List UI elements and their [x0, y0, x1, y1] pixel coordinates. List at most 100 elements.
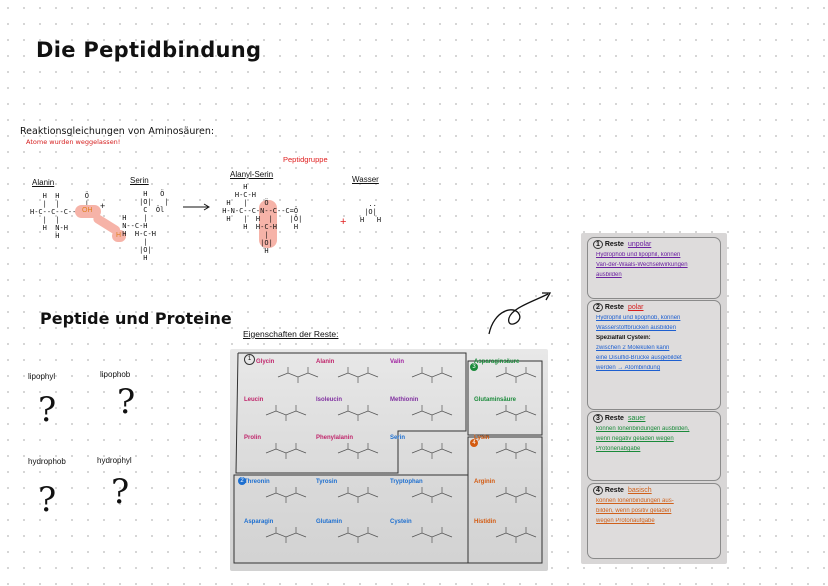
residue-cell: Arginin: [474, 479, 544, 510]
page-title: Die Peptidbindung: [36, 38, 262, 62]
residue-cell: Cystein: [390, 519, 460, 550]
card-3-value: sauer: [627, 415, 646, 422]
residue-cell: Valin: [390, 359, 460, 390]
residue-name: Methionin: [390, 397, 419, 403]
residue-name: Glutaminsäure: [474, 397, 517, 403]
residue-name: Tryptophan: [390, 479, 423, 485]
question-mark-3: ?: [38, 480, 57, 520]
lipophob-label: lipophob: [100, 370, 131, 379]
structure-sketch: [495, 443, 537, 459]
residue-name: Alanin: [316, 359, 335, 365]
hydrophob-label: hydrophob: [28, 457, 66, 466]
card-4-line-1: können Ionenbindungen aus-: [596, 498, 674, 504]
residue-name: Glutamin: [316, 519, 343, 525]
residue-cell: Histidin: [474, 519, 544, 550]
residue-cell: Glutamin: [316, 519, 386, 550]
card-2-line-2: Wasserstoffbrücken ausbilden: [596, 325, 677, 331]
alanyl-serin-label: Alanyl-Serin: [230, 170, 274, 179]
structure-sketch: [265, 443, 307, 459]
structure-sketch: [495, 527, 537, 543]
residue-name: Serin: [390, 435, 406, 441]
structure-sketch: [411, 527, 453, 543]
residue-name: Isoleucin: [316, 397, 343, 403]
residues-frame: [233, 352, 543, 564]
card-2-special-1: zwischen 2 Molekülen kann: [596, 345, 670, 351]
card-1-value: unpolar: [627, 241, 652, 248]
residue-name: Leucin: [244, 397, 264, 403]
card-2-head: Reste: [604, 304, 624, 311]
residue-cell: Tryptophan: [390, 479, 460, 510]
residue-name: Cystein: [390, 519, 412, 525]
card-2-value: polar: [627, 304, 644, 311]
question-mark-2: ?: [117, 382, 136, 422]
card-4-head: Reste: [604, 487, 624, 494]
card-3-line-3: Protonenabgabe: [596, 446, 641, 452]
structure-sketch: [495, 487, 537, 503]
hydrophyl-label: hydrophyl: [97, 456, 132, 465]
alanyl-serin-molecule: H H-C-H H | Ö H-N-C--C-N--C--C=Ö H | H |…: [222, 183, 303, 255]
residue-name: Asparagin: [244, 519, 274, 525]
water-molecule: .. |O| H H: [360, 200, 382, 224]
card-4-line-3: wegen Protonaufgabe: [596, 518, 655, 524]
h-label: H: [116, 232, 122, 239]
card-3-number: 3: [593, 414, 603, 423]
structure-sketch: [265, 487, 307, 503]
residue-cell: Prolin: [244, 435, 314, 466]
serin-molecule: H Ö |O| | C Öl H | N--C-H H H-C-H | |O| …: [122, 190, 169, 262]
alanin-molecule: H H Ö | | | H-C--C--C--- | | H N-H H: [30, 192, 90, 240]
group-marker-4: 4: [470, 439, 478, 447]
residue-name: Valin: [390, 359, 405, 365]
peptidgruppe-label: Peptidgruppe: [283, 155, 328, 164]
card-4-number: 4: [593, 486, 603, 495]
h-highlight: [112, 230, 126, 242]
card-1-line-1: Hydrophob und lipophil, können: [596, 252, 681, 258]
card-1-line-2: Van-der-Waals-Wechselwirkungen: [596, 262, 688, 268]
card-4-value: basisch: [627, 487, 652, 494]
structure-sketch: [337, 527, 379, 543]
residue-cell: Methionin: [390, 397, 460, 428]
card-3-head: Reste: [604, 415, 624, 422]
group-marker-1: 1: [244, 354, 255, 365]
structure-sketch: [265, 527, 307, 543]
curved-arrow: [488, 292, 552, 335]
structure-sketch: [337, 443, 379, 459]
residue-cell: Alanin: [316, 359, 386, 390]
card-3-line-2: wenn negativ geladen wegen: [596, 436, 674, 442]
residue-cell: Asparaginsäure: [474, 359, 544, 390]
subtitle: Reaktionsgleichungen von Aminosäuren:: [20, 126, 215, 137]
reaction-arrow: [183, 203, 210, 211]
residue-cell: Serin: [390, 435, 460, 466]
residue-cell: Glutaminsäure: [474, 397, 544, 428]
structure-sketch: [277, 367, 319, 383]
residue-cell: Lysin: [474, 435, 544, 466]
residue-name: Threonin: [244, 479, 270, 485]
question-mark-4: ?: [111, 472, 130, 512]
residue-name: Arginin: [474, 479, 495, 485]
question-mark-1: ?: [38, 390, 57, 430]
structure-sketch: [411, 487, 453, 503]
residue-name: Histidin: [474, 519, 496, 525]
card-2-special: Spezialfall Cystein:: [596, 335, 651, 341]
alanin-label: Alanin: [32, 178, 55, 187]
structure-sketch: [495, 405, 537, 421]
residue-name: Asparaginsäure: [474, 359, 520, 365]
residue-cell: Asparagin: [244, 519, 314, 550]
wasser-label: Wasser: [352, 175, 379, 184]
card-4-line-2: bilden, wenn positiv geladen: [596, 508, 672, 514]
residue-cell: Tyrosin: [316, 479, 386, 510]
structure-sketch: [495, 367, 537, 383]
serin-label: Serin: [130, 176, 149, 185]
residue-name: Tyrosin: [316, 479, 338, 485]
structure-sketch: [411, 367, 453, 383]
structure-sketch: [337, 405, 379, 421]
residue-cell: Phenylalanin: [316, 435, 386, 466]
card-1-line-3: ausbilden: [596, 272, 622, 278]
group-marker-3: 3: [470, 363, 478, 371]
structure-sketch: [337, 367, 379, 383]
card-2-number: 2: [593, 303, 603, 312]
residue-cell: Leucin: [244, 397, 314, 428]
